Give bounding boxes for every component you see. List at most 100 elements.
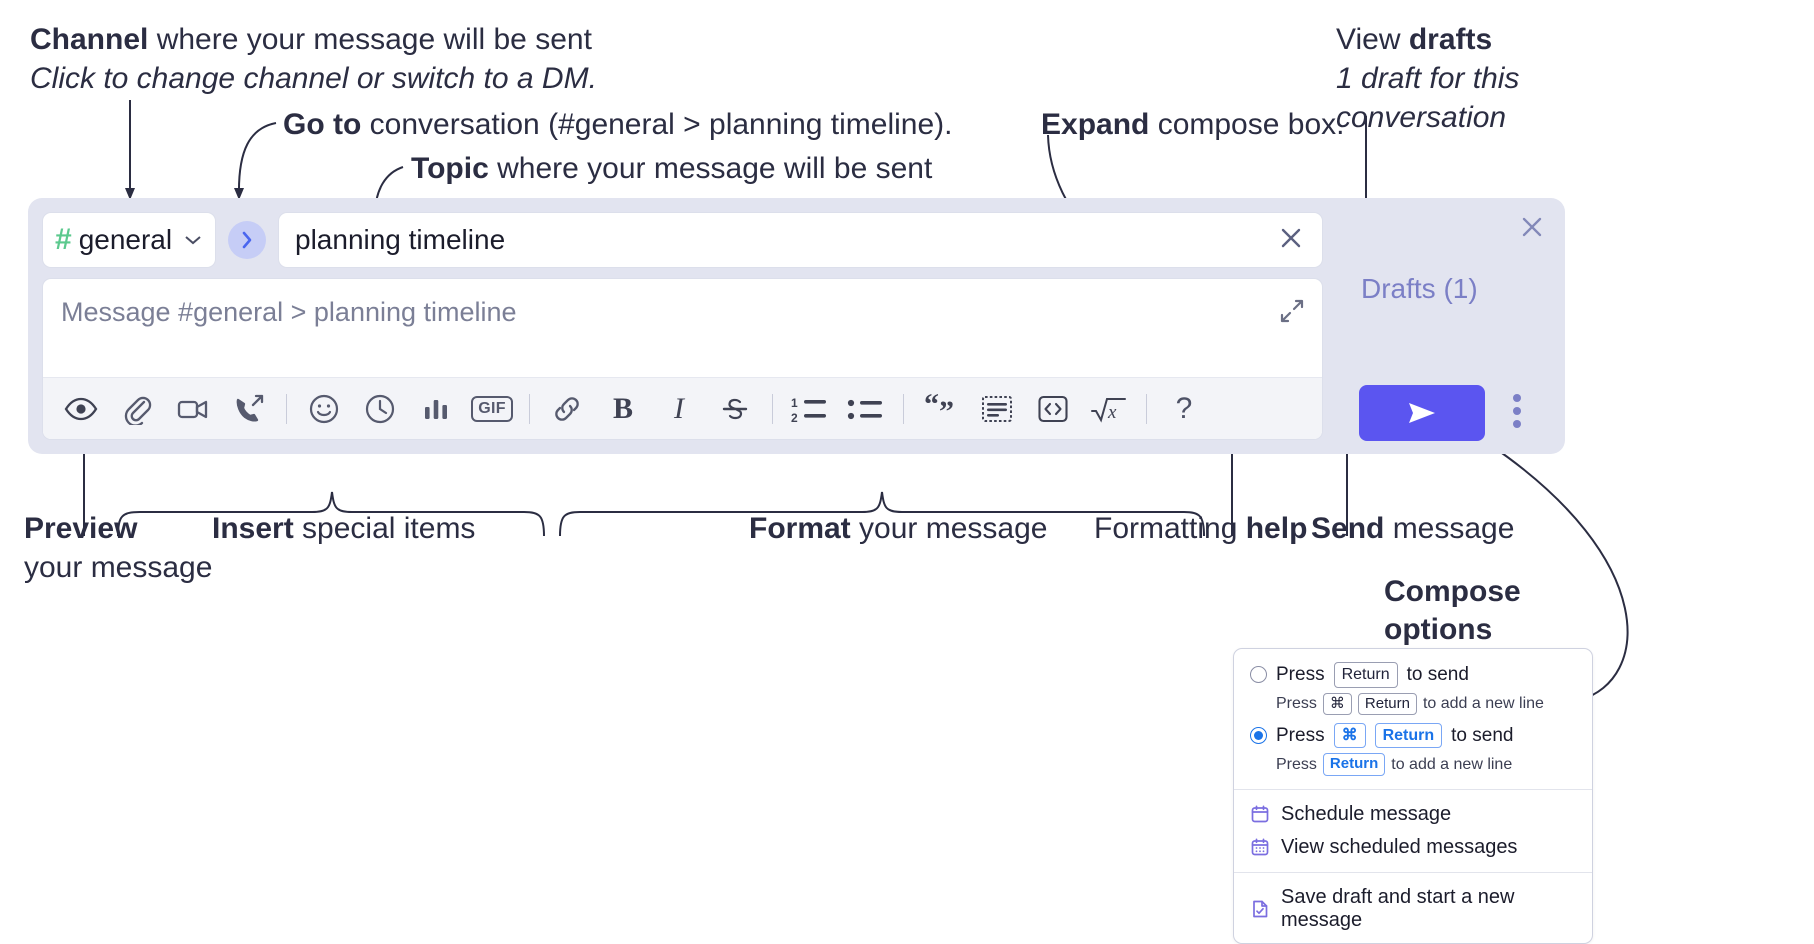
callout-send-rest: message (1384, 512, 1515, 545)
menu-item-save-draft[interactable]: Save draft and start a new message (1234, 881, 1592, 937)
clock-icon[interactable] (352, 381, 408, 437)
close-icon[interactable] (1517, 212, 1547, 247)
callout-insert-bold: Insert (212, 512, 294, 545)
callout-insert: Insert special items (212, 509, 475, 548)
drafts-link[interactable]: Drafts (1) (1361, 273, 1478, 304)
callout-expand: Expand compose box. (1041, 105, 1344, 144)
message-input-area[interactable]: Message #general > planning timeline (42, 278, 1323, 440)
compose-panel: # general planning timeline M (28, 198, 1565, 454)
menu-option-return-to-send[interactable]: Press Return to send (1234, 659, 1592, 691)
italic-icon[interactable]: I (674, 391, 684, 425)
option2-sub-key: Return (1322, 753, 1386, 776)
menu-divider (1234, 788, 1592, 790)
callout-preview-bold: Preview (24, 512, 138, 545)
callout-preview: Preview your message (24, 509, 224, 587)
math-icon[interactable]: x (1081, 381, 1137, 437)
option2-key1: ⌘ (1333, 722, 1366, 749)
option2-sub-post: to add a new line (1391, 755, 1513, 773)
formatting-toolbar: GIF B I (43, 377, 1322, 439)
callout-send: Send message (1311, 509, 1514, 548)
kebab-dot (1513, 394, 1521, 402)
menu-item-view-scheduled-messages[interactable]: View scheduled messages (1234, 831, 1592, 864)
topic-input[interactable]: planning timeline (278, 212, 1323, 268)
ordered-list-icon[interactable]: 1 2 (782, 381, 838, 437)
option2-post: to send (1451, 724, 1514, 746)
compose-inner: # general planning timeline M (42, 212, 1323, 440)
callout-channel-bold: Channel (30, 23, 149, 56)
callout-help-bold: help (1245, 512, 1308, 545)
option1-sub-key1: ⌘ (1322, 692, 1352, 715)
svg-text:x: x (1107, 402, 1117, 423)
calendar-icon (1250, 804, 1270, 824)
menu-item-label: Schedule message (1281, 802, 1452, 825)
callout-preview-rest: your message (24, 551, 213, 584)
expand-compose-icon[interactable] (1278, 297, 1306, 330)
chevron-right-icon (242, 231, 252, 249)
poll-icon[interactable] (408, 381, 464, 437)
compose-options-menu-button[interactable] (1513, 394, 1521, 428)
emoji-icon[interactable] (296, 381, 352, 437)
save-draft-icon (1250, 899, 1270, 919)
callout-drafts-italic: 1 draft for this conversation (1336, 62, 1520, 134)
menu-option1-subtext: Press ⌘ Return to add a new line (1234, 691, 1592, 720)
callout-formatting-help: Formatting help (1094, 509, 1307, 548)
preview-icon[interactable] (53, 381, 109, 437)
code-block-icon[interactable] (969, 381, 1025, 437)
option1-key: Return (1333, 662, 1398, 688)
attachment-icon[interactable] (109, 381, 165, 437)
option1-sub-pre: Press (1276, 694, 1317, 712)
option1-pre: Press (1276, 663, 1325, 685)
callout-drafts-bold: drafts (1408, 23, 1493, 56)
callout-format-bold: Format (749, 512, 851, 545)
audio-call-icon[interactable] (221, 381, 277, 437)
compose-header-row: # general planning timeline (42, 212, 1323, 268)
menu-divider (1234, 871, 1592, 873)
callout-format-rest: your message (850, 512, 1048, 545)
callout-expand-rest: compose box. (1149, 108, 1345, 141)
topic-value: planning timeline (295, 224, 506, 255)
toolbar-divider (529, 393, 530, 424)
calendar-days-icon (1250, 837, 1270, 857)
callout-drafts-plain: View (1336, 23, 1409, 56)
radio-unselected-icon[interactable] (1250, 666, 1267, 684)
callout-channel-rest: where your message will be sent (148, 23, 592, 56)
toolbar-divider (286, 393, 287, 424)
link-icon[interactable] (539, 381, 595, 437)
callout-drafts: View drafts 1 draft for this conversatio… (1336, 20, 1586, 137)
bold-icon[interactable]: B (612, 391, 633, 425)
channel-selector[interactable]: # general (42, 212, 216, 268)
chevron-down-icon (183, 229, 203, 252)
channel-name-label: general (78, 224, 173, 255)
clear-topic-icon[interactable] (1276, 223, 1306, 258)
hash-icon: # (55, 223, 72, 256)
svg-text:”: ” (939, 395, 954, 424)
blockquote-icon[interactable]: “ ” (913, 381, 969, 437)
inline-code-icon[interactable] (1025, 381, 1081, 437)
formatting-help-icon[interactable]: ? (1156, 381, 1212, 437)
menu-item-schedule-message[interactable]: Schedule message (1234, 798, 1592, 831)
callout-goto-rest: conversation (#general > planning timeli… (361, 108, 953, 141)
help-glyph: ? (1175, 391, 1193, 425)
menu-option-cmd-return-to-send[interactable]: Press ⌘ Return to send (1234, 720, 1592, 752)
gif-label: GIF (471, 395, 513, 422)
goto-conversation-button[interactable] (228, 221, 266, 259)
video-icon[interactable] (165, 381, 221, 437)
callout-channel: Channel where your message will be sent … (30, 20, 597, 98)
compose-options-dropdown: Press Return to send Press ⌘ Return to a… (1233, 648, 1593, 944)
callout-send-bold: Send (1311, 512, 1385, 545)
send-icon (1409, 403, 1435, 423)
option1-sub-key2: Return (1357, 692, 1417, 715)
kebab-dot (1513, 407, 1521, 415)
kebab-dot (1513, 420, 1521, 428)
menu-item-label: View scheduled messages (1281, 835, 1518, 858)
toolbar-divider (903, 393, 904, 424)
gif-icon[interactable]: GIF (464, 381, 520, 437)
radio-selected-icon[interactable] (1250, 727, 1267, 745)
bulleted-list-icon[interactable] (838, 381, 894, 437)
message-placeholder: Message #general > planning timeline (61, 297, 517, 327)
option2-sub-pre: Press (1276, 755, 1317, 773)
send-button[interactable] (1359, 385, 1485, 441)
callout-format: Format your message (749, 509, 1047, 548)
strikethrough-icon[interactable] (707, 381, 763, 437)
callout-help-plain: Formatting (1094, 512, 1246, 545)
